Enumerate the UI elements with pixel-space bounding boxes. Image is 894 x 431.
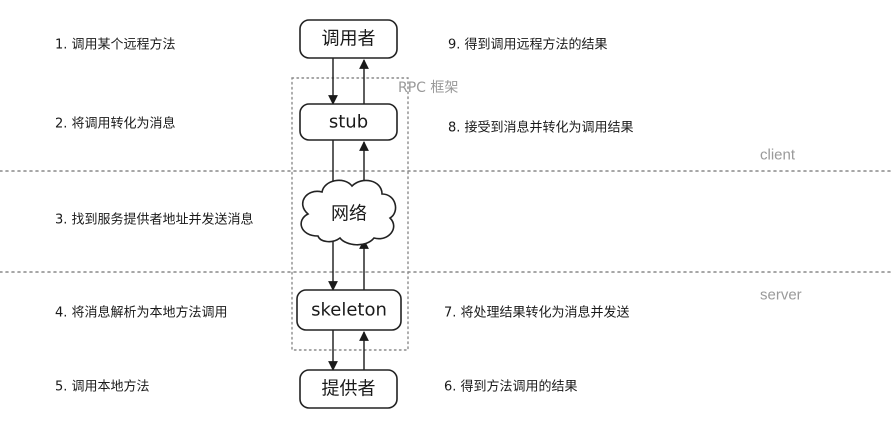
rpc-framework-frame — [291, 77, 409, 351]
caller-node: 调用者 — [299, 19, 398, 59]
step-9-label: 9. 得到调用远程方法的结果 — [448, 37, 608, 53]
step-3-label: 3. 找到服务提供者地址并发送消息 — [55, 212, 254, 228]
provider-node-label: 提供者 — [322, 379, 376, 400]
step-8-label: 8. 接受到消息并转化为调用结果 — [448, 120, 634, 136]
step-6-label: 6. 得到方法调用的结果 — [444, 379, 578, 395]
client-zone-label: client — [760, 147, 796, 164]
caller-node-label: 调用者 — [322, 29, 376, 50]
provider-node: 提供者 — [299, 369, 398, 409]
cloud-icon — [300, 179, 397, 246]
step-5-label: 5. 调用本地方法 — [55, 379, 150, 395]
step-2-label: 2. 将调用转化为消息 — [55, 116, 176, 132]
network-cloud-node: 网络 — [300, 179, 397, 246]
skeleton-node-label: skeleton — [311, 300, 387, 321]
step-4-label: 4. 将消息解析为本地方法调用 — [55, 305, 228, 321]
step-7-label: 7. 将处理结果转化为消息并发送 — [444, 305, 630, 321]
stub-node-label: stub — [329, 112, 368, 133]
network-node-label: 网络 — [331, 204, 367, 225]
stub-node: stub — [299, 103, 398, 141]
step-1-label: 1. 调用某个远程方法 — [55, 37, 176, 53]
server-zone-label: server — [760, 287, 802, 304]
skeleton-node: skeleton — [296, 289, 402, 331]
rpc-framework-label: RPC 框架 — [398, 80, 458, 96]
